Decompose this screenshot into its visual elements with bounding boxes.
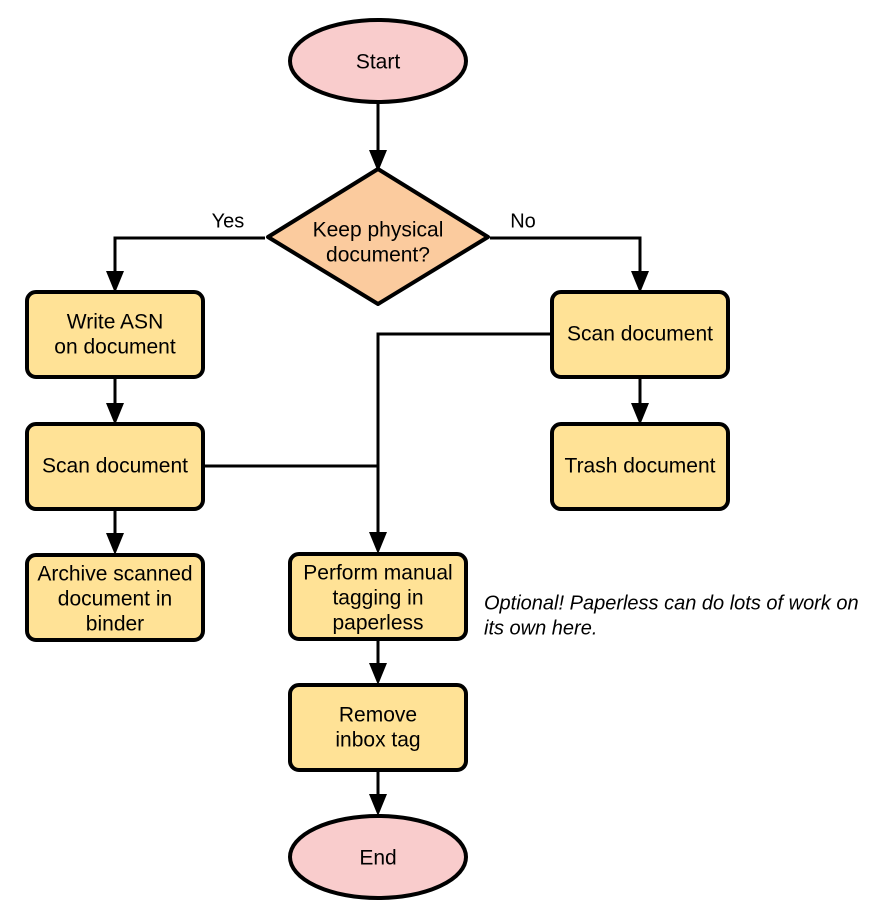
edge-write-asn-to-scan-left bbox=[106, 377, 124, 425]
arrowhead-icon bbox=[631, 403, 649, 425]
edge-decision-yes-to-write-asn bbox=[106, 236, 265, 293]
remove-inbox-label-line2: inbox tag bbox=[335, 729, 420, 752]
tagging-label-line2: tagging in bbox=[332, 587, 423, 610]
trash-document-label: Trash document bbox=[565, 455, 716, 478]
edge-start-to-decision bbox=[369, 103, 387, 172]
archive-box[interactable] bbox=[25, 553, 205, 642]
write-asn-label-line2: on document bbox=[54, 336, 176, 359]
write-asn-label-line1: Write ASN bbox=[67, 311, 163, 334]
node-end[interactable]: End bbox=[288, 814, 468, 900]
arrowhead-icon bbox=[106, 533, 124, 555]
arrowhead-icon bbox=[369, 532, 387, 554]
scan-document-right-label: Scan document bbox=[567, 323, 713, 346]
decision-diamond[interactable] bbox=[266, 167, 490, 306]
tagging-box[interactable] bbox=[288, 552, 468, 641]
decision-label-line2: document? bbox=[326, 244, 430, 267]
edge-label-yes: Yes bbox=[212, 210, 245, 232]
scan-document-left-box[interactable] bbox=[25, 422, 205, 511]
edge-tagging-to-remove-inbox bbox=[369, 640, 387, 685]
edge-scan-right-to-trash bbox=[631, 377, 649, 425]
node-scan-document-right[interactable]: Scan document bbox=[550, 290, 730, 379]
write-asn-box[interactable] bbox=[25, 290, 205, 379]
node-write-asn[interactable]: Write ASN on document bbox=[25, 290, 205, 379]
node-decision-keep-physical-document[interactable]: Keep physical document? bbox=[266, 167, 490, 306]
edge-label-no: No bbox=[510, 210, 536, 232]
end-label: End bbox=[359, 847, 396, 870]
decision-label-line1: Keep physical bbox=[313, 219, 444, 242]
scan-document-left-label: Scan document bbox=[42, 455, 188, 478]
note-line2: its own here. bbox=[484, 617, 597, 639]
start-label: Start bbox=[356, 51, 401, 74]
trash-document-box[interactable] bbox=[550, 422, 730, 511]
edge-line bbox=[490, 236, 642, 280]
arrowhead-icon bbox=[369, 150, 387, 172]
end-ellipse[interactable] bbox=[288, 814, 468, 900]
node-start[interactable]: Start bbox=[288, 18, 468, 104]
arrowhead-icon bbox=[631, 271, 649, 293]
start-ellipse[interactable] bbox=[288, 18, 468, 104]
archive-label-line3: binder bbox=[86, 613, 144, 636]
arrowhead-icon bbox=[106, 271, 124, 293]
edge-decision-no-to-scan-right bbox=[490, 236, 649, 293]
scan-document-right-box[interactable] bbox=[550, 290, 730, 379]
remove-inbox-label-line1: Remove bbox=[339, 704, 417, 727]
arrowhead-icon bbox=[369, 794, 387, 816]
edge-line bbox=[113, 236, 265, 280]
archive-label-line1: Archive scanned bbox=[37, 563, 192, 586]
arrowhead-icon bbox=[106, 403, 124, 425]
note-line1: Optional! Paperless can do lots of work … bbox=[484, 592, 859, 614]
node-archive-scanned-document[interactable]: Archive scanned document in binder bbox=[25, 553, 205, 642]
arrowhead-icon bbox=[369, 663, 387, 685]
node-remove-inbox-tag[interactable]: Remove inbox tag bbox=[288, 683, 468, 772]
remove-inbox-box[interactable] bbox=[288, 683, 468, 772]
node-perform-manual-tagging[interactable]: Perform manual tagging in paperless bbox=[288, 552, 468, 641]
tagging-label-line3: paperless bbox=[332, 612, 423, 635]
note-optional-paperless: Optional! Paperless can do lots of work … bbox=[484, 592, 859, 639]
node-trash-document[interactable]: Trash document bbox=[550, 422, 730, 511]
edge-scan-left-to-archive bbox=[106, 509, 124, 555]
node-scan-document-left[interactable]: Scan document bbox=[25, 422, 205, 511]
edge-scan-right-to-tagging bbox=[369, 332, 551, 554]
archive-label-line2: document in bbox=[58, 588, 172, 611]
edge-remove-inbox-to-end bbox=[369, 771, 387, 816]
edge-line bbox=[376, 332, 551, 540]
tagging-label-line1: Perform manual bbox=[303, 562, 452, 585]
